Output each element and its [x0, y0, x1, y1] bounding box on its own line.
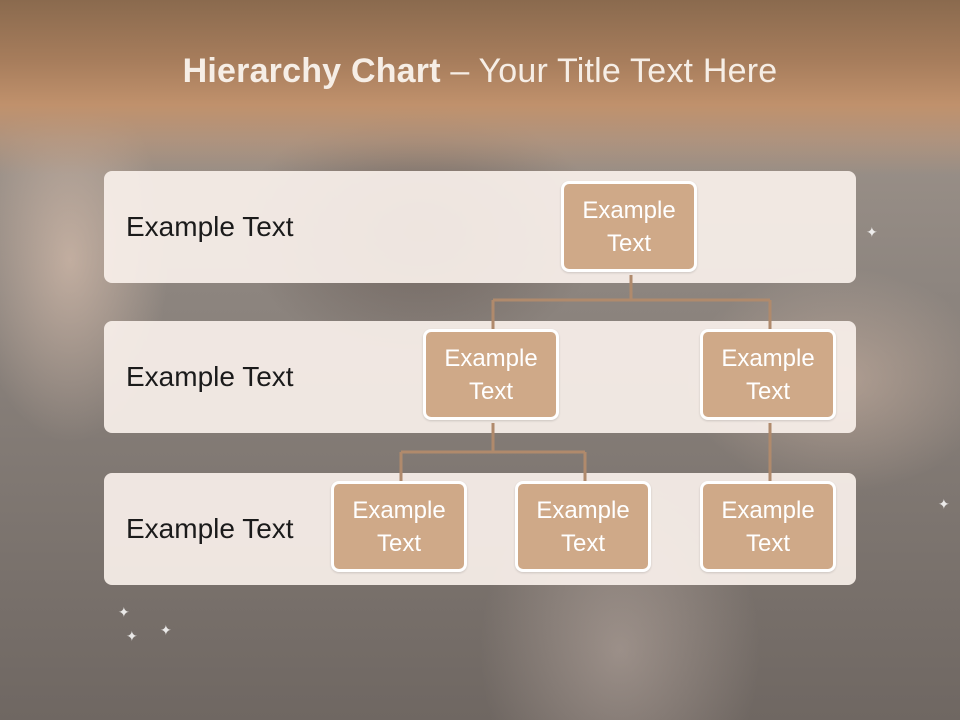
level-label: Example Text — [126, 211, 294, 242]
node-level2-right[interactable]: Example Text — [700, 329, 836, 420]
sparkle-icon: ✦ — [866, 224, 878, 240]
node-level2-left[interactable]: Example Text — [423, 329, 559, 420]
node-root[interactable]: Example Text — [561, 181, 697, 272]
sparkle-icon: ✦ — [160, 622, 172, 638]
title-bar — [0, 0, 960, 175]
title-rest: – Your Title Text Here — [440, 52, 778, 90]
node-level3-a[interactable]: Example Text — [331, 481, 467, 572]
title-bold: Hierarchy Chart — [182, 52, 441, 90]
level-band-1: Example Text — [104, 171, 856, 283]
sparkle-icon: ✦ — [126, 628, 138, 644]
sparkle-icon: ✦ — [938, 496, 950, 512]
level-label: Example Text — [126, 513, 294, 544]
node-level3-b[interactable]: Example Text — [515, 481, 651, 572]
sparkle-icon: ✦ — [118, 604, 130, 620]
level-label: Example Text — [126, 361, 294, 392]
node-level3-c[interactable]: Example Text — [700, 481, 836, 572]
slide-title: Hierarchy Chart – Your Title Text Here — [0, 52, 960, 91]
